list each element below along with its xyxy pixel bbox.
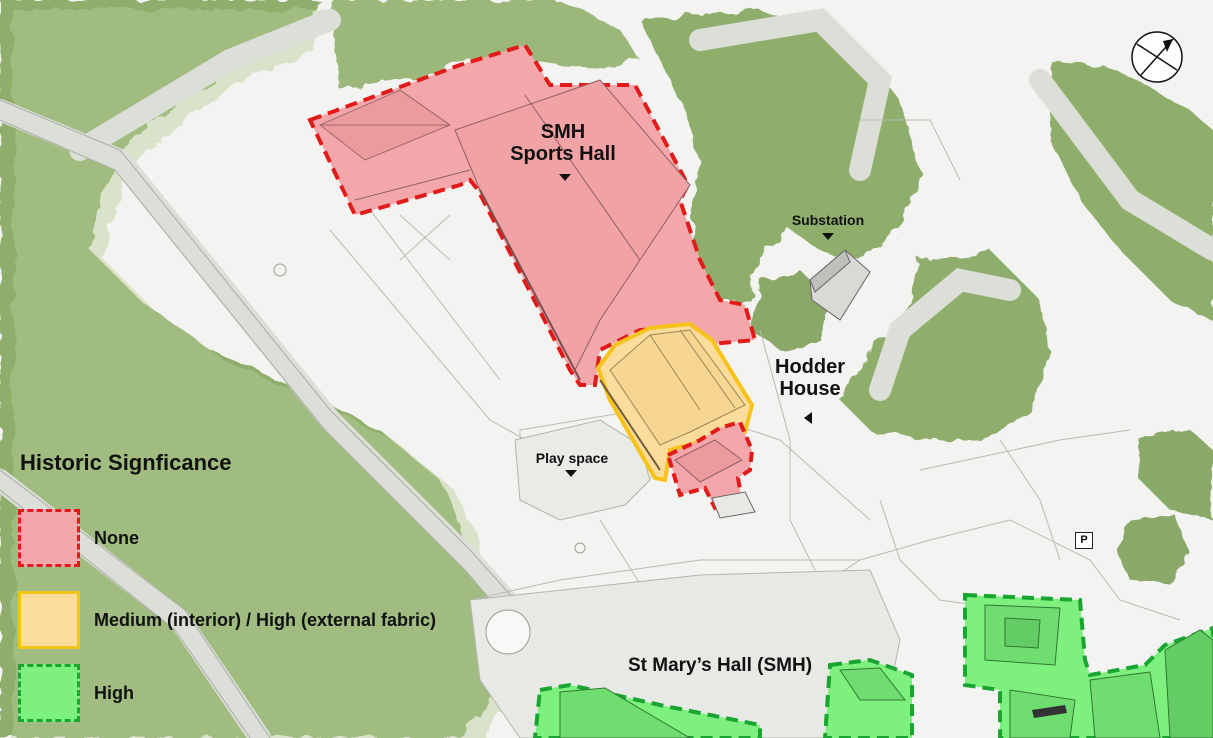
- legend-label-medium: Medium (interior) / High (external fabri…: [94, 609, 437, 630]
- sports-hall-building: [307, 42, 758, 387]
- play-space-area: [514, 419, 651, 521]
- play-space-label: Play space: [535, 450, 609, 466]
- hodder-house-label-line1: Hodder: [775, 356, 845, 378]
- tree-symbol: [574, 542, 586, 554]
- substation-building: [809, 249, 871, 321]
- substation-label: Substation: [791, 212, 865, 228]
- tree-symbol: [273, 263, 287, 277]
- tree-area-north: [330, 0, 640, 90]
- legend-item-high: High: [18, 664, 134, 722]
- label-markers: [559, 174, 834, 477]
- hodder-house-label-line2: House: [779, 378, 841, 400]
- medium-significance-building: [595, 321, 755, 483]
- parking-icon: P: [1075, 532, 1093, 549]
- tree-single-southeast: [1118, 515, 1190, 585]
- legend-item-medium: Medium (interior) / High (external fabri…: [18, 591, 436, 649]
- legend-label-high: High: [94, 682, 134, 703]
- hodder-house-label: Hodder House: [760, 356, 860, 400]
- legend-swatch-high: [18, 664, 80, 722]
- sports-hall-label-line1: SMH: [540, 121, 586, 143]
- tree-symbol: [485, 609, 531, 655]
- sports-hall-label: SMH Sports Hall: [508, 121, 618, 165]
- sports-hall-marker-icon: [559, 174, 571, 181]
- st-marys-hall-label: St Mary’s Hall (SMH): [627, 655, 813, 676]
- legend-item-none: None: [18, 509, 139, 567]
- legend-swatch-none: [18, 509, 80, 567]
- st-marys-hall-buildings: [532, 592, 1213, 738]
- stair-hatch: [1032, 705, 1067, 718]
- play-space-marker-icon: [565, 470, 577, 477]
- tree-single-east: [1140, 430, 1213, 520]
- substation-marker-icon: [822, 233, 834, 240]
- entrance-block: [665, 419, 755, 511]
- entrance-steps: [711, 491, 756, 519]
- hodder-house-marker-icon: [804, 412, 812, 424]
- tree-area-northeast: [640, 10, 920, 300]
- tree-cluster-substation: [750, 270, 830, 350]
- compass-north-arrow-icon: [1131, 31, 1183, 83]
- sports-hall-label-line2: Sports Hall: [510, 143, 616, 165]
- legend-title: Historic Signficance: [20, 450, 232, 475]
- legend-label-none: None: [94, 527, 139, 548]
- legend-swatch-medium: [18, 591, 80, 649]
